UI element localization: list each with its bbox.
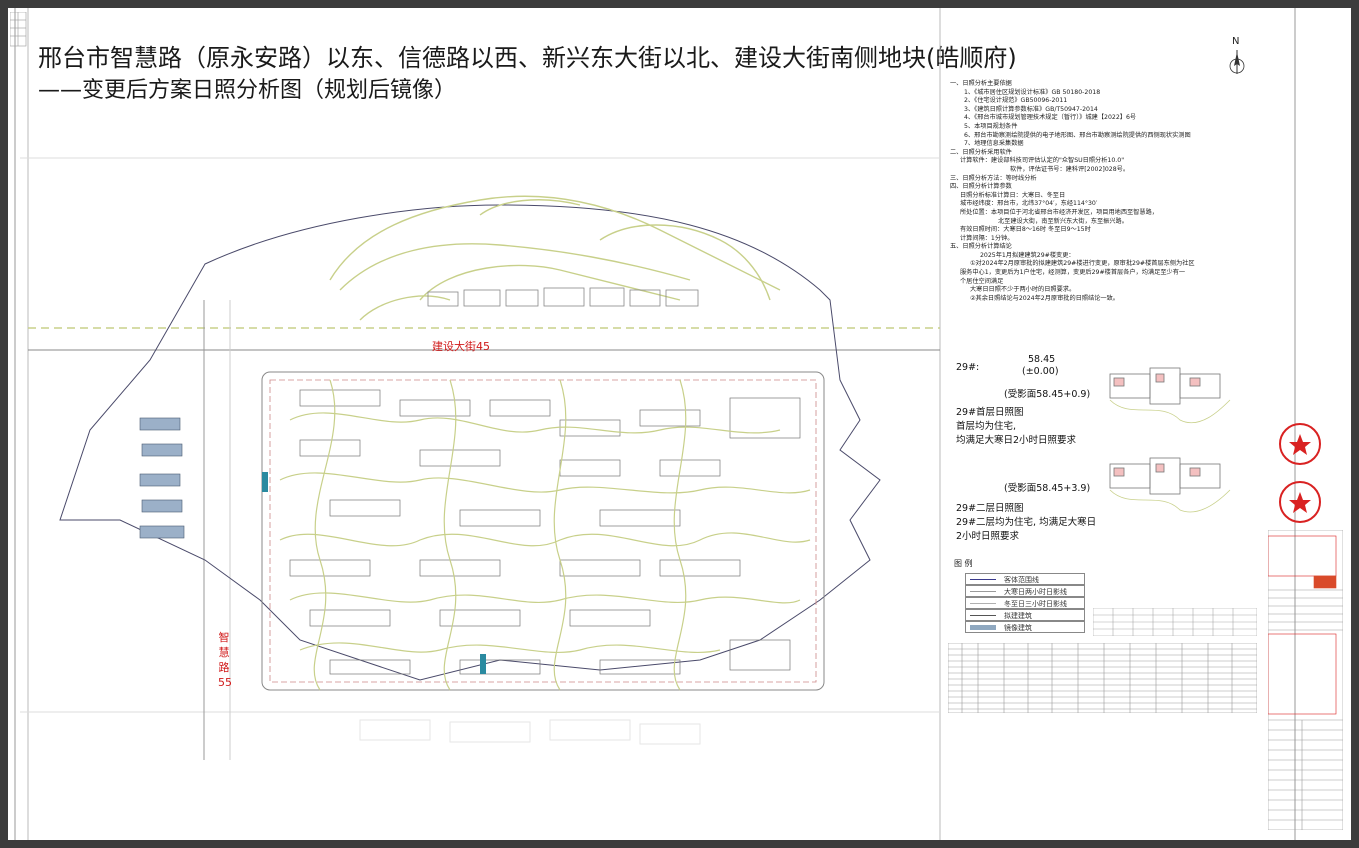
floor1-surface: (受影面58.45+0.9) bbox=[1004, 389, 1091, 400]
note-line: 7、地理信息采集数据 bbox=[964, 140, 1024, 148]
note-line: 大寒日日照不少于两小时的日照要求。 bbox=[970, 286, 1076, 294]
legend-label: 拟建建筑 bbox=[1004, 612, 1032, 620]
legend-label: 镜像建筑 bbox=[1004, 624, 1032, 632]
north-arrow-icon: N bbox=[1222, 36, 1252, 76]
note-line: 城市经纬度：邢台市，北纬37°04′，东经114°30′ bbox=[960, 200, 1098, 208]
note-line: 4、《邢台市城市规划管理技术规定（暂行）》城建【2022】6号 bbox=[964, 114, 1137, 122]
note-line: ②其余日照结论与2024年2月原审批的日照结论一致。 bbox=[970, 294, 1119, 302]
title-block bbox=[1268, 530, 1343, 830]
floor1-note: 均满足大寒日2小时日照要求 bbox=[956, 435, 1077, 446]
north-label: N bbox=[1232, 36, 1240, 47]
note-line: 1、《城市居住区规划设计标准》GB 50180-2018 bbox=[964, 88, 1101, 96]
data-table-large bbox=[948, 643, 1257, 713]
legend-item: 大寒日两小时日影线 bbox=[965, 585, 1085, 597]
legend-table: 客体范围线 大寒日两小时日影线 冬至日三小时日影线 拟建建筑 镜像建筑 bbox=[965, 573, 1085, 633]
data-table-small bbox=[1093, 608, 1257, 636]
elevation-sub: (±0.00) bbox=[1022, 366, 1059, 377]
note-line: 北至建设大街，南至新兴东大街，东至振兴路。 bbox=[998, 217, 1128, 225]
legend-item: 客体范围线 bbox=[965, 573, 1085, 585]
note-line: 软件，评估证书号：建科评[2002]028号。 bbox=[1010, 165, 1130, 173]
road-label-north: 建设大街45 bbox=[432, 340, 490, 353]
note-line: ①对2024年2月原审批的拟建建筑29#楼进行变更，原审批29#楼首层东侧为社区 bbox=[970, 260, 1195, 268]
legend-item: 镜像建筑 bbox=[965, 621, 1085, 633]
drawing-sheet: 邢台市智慧路（原永安路）以东、信德路以西、新兴东大街以北、建设大街南侧地块(皓顺… bbox=[8, 8, 1351, 840]
note-line: 四、日照分析计算参数 bbox=[950, 183, 1012, 191]
legend-item: 冬至日三小时日影线 bbox=[965, 597, 1085, 609]
note-line: 日照分析标准计算日：大寒日、冬至日 bbox=[960, 191, 1066, 199]
floor2-surface: (受影面58.45+3.9) bbox=[1004, 483, 1091, 494]
road-label-west: 智慧路55 bbox=[218, 631, 232, 689]
floor-plans bbox=[1109, 367, 1231, 513]
note-line: 5、本项目规划条件 bbox=[964, 122, 1018, 130]
floor1-title: 29#首层日照图 bbox=[956, 407, 1024, 418]
note-line: 3、《建筑日照计算参数标准》GB/T50947-2014 bbox=[964, 105, 1098, 113]
note-line: 五、日照分析计算结论 bbox=[950, 243, 1012, 251]
floor2-note: 29#二层均为住宅, 均满足大寒日 bbox=[956, 517, 1097, 528]
legend-swatch bbox=[970, 603, 996, 604]
page-title: 邢台市智慧路（原永安路）以东、信德路以西、新兴东大街以北、建设大街南侧地块(皓顺… bbox=[38, 44, 1017, 72]
note-line: 一、日照分析主要依据 bbox=[950, 80, 1012, 87]
legend-swatch bbox=[970, 625, 996, 630]
note-line: 服务中心1，变更后为1户住宅，经测算，变更后29#楼首层各户，均满足至少有一 bbox=[960, 269, 1186, 277]
note-line: 二、日照分析采用软件 bbox=[950, 148, 1012, 156]
floor2-title: 29#二层日照图 bbox=[956, 503, 1024, 514]
legend-label: 大寒日两小时日影线 bbox=[1004, 588, 1067, 596]
note-line: 计算软件：建设部科技司评估认定的"众智SU日照分析10.0" bbox=[960, 157, 1125, 165]
analysis-notes: 一、日照分析主要依据 1、《城市居住区规划设计标准》GB 50180-2018 … bbox=[950, 80, 1240, 303]
legend-label: 冬至日三小时日影线 bbox=[1004, 600, 1067, 608]
stamp-seals bbox=[1279, 423, 1321, 523]
page-subtitle: ——变更后方案日照分析图（规划后镜像） bbox=[38, 78, 457, 103]
note-line: 2025年1月拟建建筑29#楼变更： bbox=[980, 251, 1075, 259]
legend-swatch bbox=[970, 591, 996, 592]
building-label: 29#: bbox=[956, 362, 980, 373]
legend-item: 拟建建筑 bbox=[965, 609, 1085, 621]
margin-marks bbox=[10, 12, 27, 47]
floor2-note: 2小时日照要求 bbox=[956, 531, 1020, 542]
legend-label: 客体范围线 bbox=[1004, 576, 1039, 584]
shadow-envelope bbox=[59, 204, 881, 681]
elevation-value: 58.45 bbox=[1028, 354, 1056, 365]
note-line: 个居住空间满足 bbox=[960, 277, 1004, 285]
note-line: 有效日照时间：大寒日8～16时 冬至日9～15时 bbox=[960, 226, 1091, 234]
note-line: 计算间隔：1分钟。 bbox=[960, 234, 1014, 242]
floor1-note: 首层均为住宅, bbox=[956, 421, 1017, 432]
legend-title: 图 例 bbox=[954, 559, 973, 568]
note-line: 6、邢台市勘察测绘院提供的电子地形图、邢台市勘察测绘院提供的西侧现状实测图 bbox=[964, 131, 1191, 139]
note-line: 三、日照分析方法：等时线分析 bbox=[950, 174, 1037, 182]
note-line: 所处位置：本项目位于河北省邢台市经济开发区，项目用地西至智慧路， bbox=[960, 208, 1158, 216]
legend-swatch bbox=[970, 579, 996, 580]
note-line: 2、《住宅设计规范》GB50096-2011 bbox=[964, 97, 1068, 105]
legend-swatch bbox=[970, 615, 996, 616]
